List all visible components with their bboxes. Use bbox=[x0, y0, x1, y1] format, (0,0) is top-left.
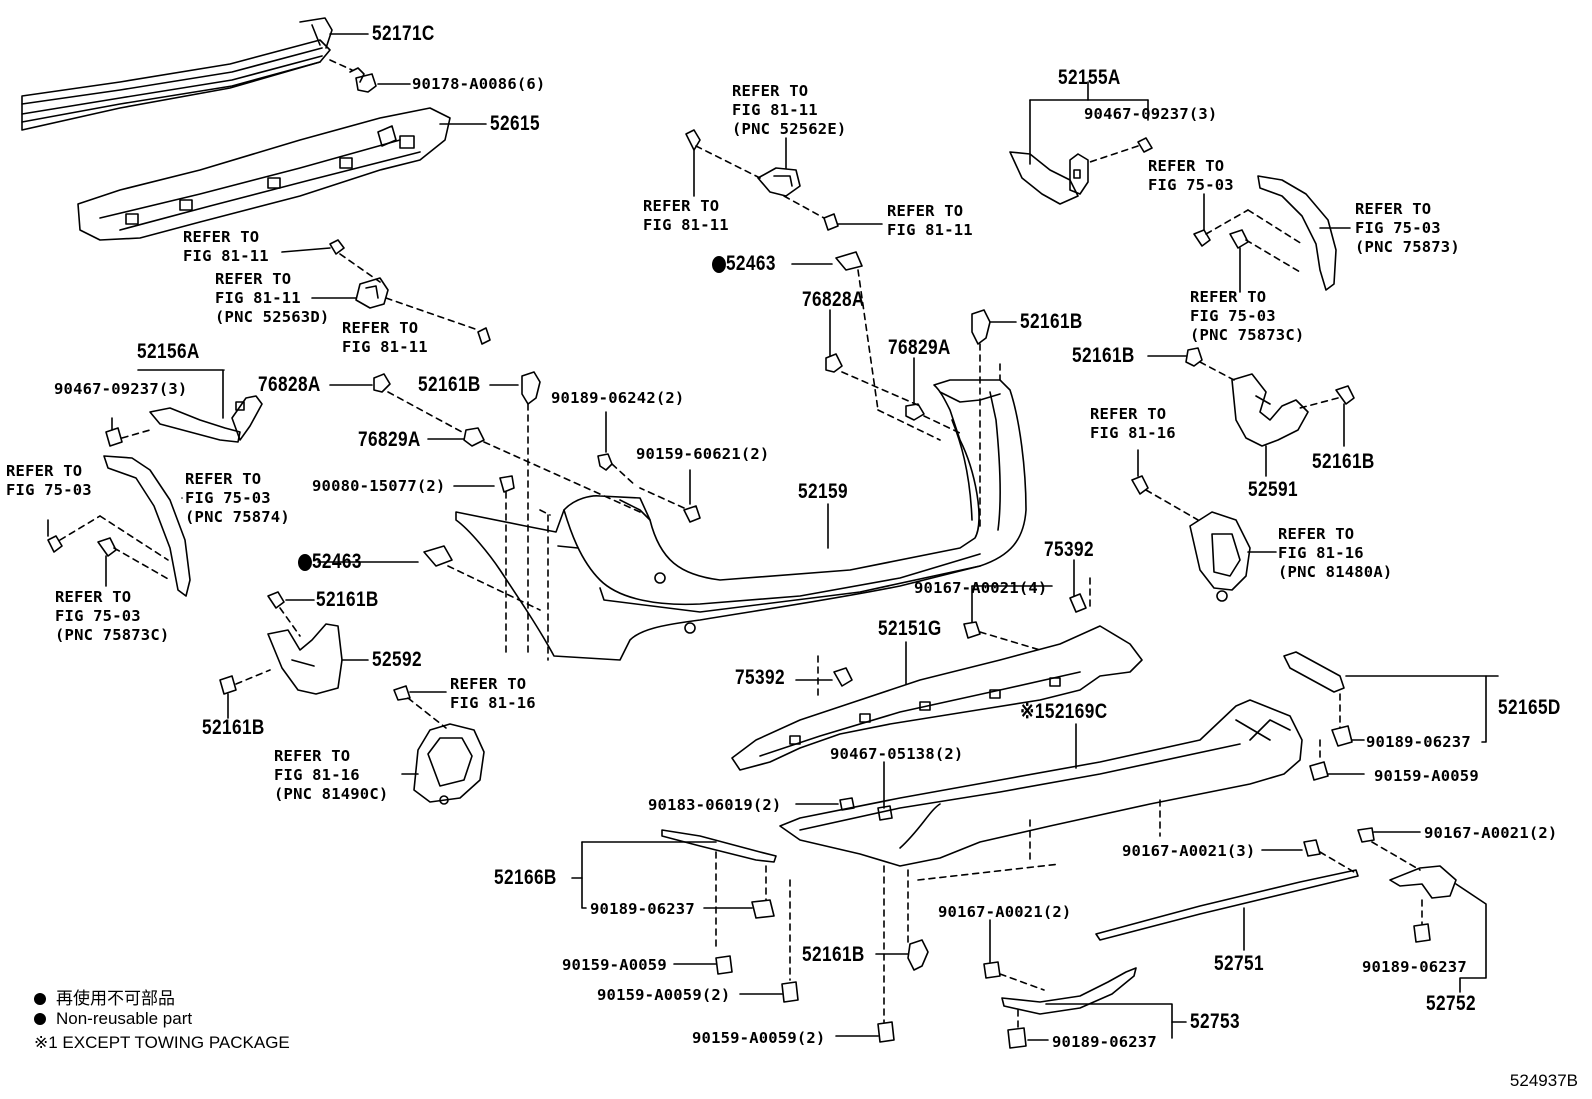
label-52751: 52751 bbox=[1214, 952, 1264, 975]
label-52161b-e: 52161B bbox=[1072, 344, 1135, 367]
bracket-52165d-drawing bbox=[1283, 651, 1345, 693]
label-90167-2a: 90167-A0021(2) bbox=[1424, 824, 1558, 842]
label-52161b-a: 52161B bbox=[418, 373, 481, 396]
label-90159-a: 90159-A0059 bbox=[1374, 767, 1479, 785]
label-90167-2b: 90167-A0021(2) bbox=[938, 903, 1072, 921]
molding-52751-drawing bbox=[1095, 869, 1359, 941]
reflector-lamp-81480a-drawing bbox=[1189, 511, 1251, 602]
bracket-52156a-drawing bbox=[149, 395, 263, 443]
label-90189-06242: 90189-06242(2) bbox=[551, 389, 685, 407]
fender-liner-75873-drawing bbox=[1257, 175, 1337, 291]
label-52161b-d: 52161B bbox=[1020, 310, 1083, 333]
label-52166b: 52166B bbox=[494, 866, 557, 889]
label-90159-60621: 90159-60621(2) bbox=[636, 445, 770, 463]
label-52161b-c: 52161B bbox=[202, 716, 265, 739]
label-52161b-g: 52161B bbox=[802, 943, 865, 966]
label-52171c: 52171C bbox=[372, 22, 435, 45]
label-90189-d: 90189-06237 bbox=[1052, 1033, 1157, 1051]
legend-non-reusable-en: Non-reusable part bbox=[34, 1009, 192, 1029]
label-90178: 90178-A0086(6) bbox=[412, 75, 546, 93]
label-52165d: 52165D bbox=[1498, 696, 1561, 719]
bracket-52562e-drawing bbox=[757, 167, 801, 197]
label-90189-c: 90189-06237 bbox=[1362, 958, 1467, 976]
label-90167-3: 90167-A0021(3) bbox=[1122, 842, 1256, 860]
label-52151g: 52151G bbox=[878, 617, 942, 640]
label-90159-c: 90159-A0059(2) bbox=[597, 986, 731, 1004]
label-52463-b: 52463 bbox=[712, 252, 776, 276]
label-76829a-b: 76829A bbox=[888, 336, 951, 359]
label-52159: 52159 bbox=[798, 480, 848, 503]
drawing-number: 524937B bbox=[1509, 1071, 1578, 1090]
bracket-52166b-drawing bbox=[661, 829, 777, 863]
non-reusable-bullet-icon bbox=[712, 256, 726, 273]
label-90467-b: 90467-09237(3) bbox=[1084, 105, 1218, 123]
reflector-lamp-81490c-drawing bbox=[413, 723, 485, 805]
label-52155a: 52155A bbox=[1058, 66, 1121, 89]
fender-liner-75874-drawing bbox=[103, 455, 191, 597]
label-76829a-a: 76829A bbox=[358, 428, 421, 451]
reinforcement-beam-52171c-drawing bbox=[21, 17, 333, 131]
label-52752: 52752 bbox=[1426, 992, 1476, 1015]
label-52592: 52592 bbox=[372, 648, 422, 671]
bracket-52563d-drawing bbox=[355, 277, 389, 309]
label-90159-b: 90159-A0059 bbox=[562, 956, 667, 974]
label-90183: 90183-06019(2) bbox=[648, 796, 782, 814]
label-90467-05138: 90467-05138(2) bbox=[830, 745, 964, 763]
label-52615: 52615 bbox=[490, 112, 540, 135]
label-75392-a: 75392 bbox=[1044, 538, 1094, 561]
label-90467-a: 90467-09237(3) bbox=[54, 380, 188, 398]
label-52753: 52753 bbox=[1190, 1010, 1240, 1033]
bracket-52591-drawing bbox=[1231, 373, 1309, 447]
label-75392-b: 75392 bbox=[735, 666, 785, 689]
bumper-bracket-52151g-drawing bbox=[731, 625, 1143, 771]
label-52161b-f: 52161B bbox=[1312, 450, 1375, 473]
bolt-90178-drawing bbox=[349, 67, 377, 93]
label-52169c: ※152169C bbox=[1020, 700, 1108, 723]
label-52161b-b: 52161B bbox=[316, 588, 379, 611]
label-90159-d: 90159-A0059(2) bbox=[692, 1029, 826, 1047]
bumper-cover-52159-drawing bbox=[455, 379, 1027, 661]
label-52591: 52591 bbox=[1248, 478, 1298, 501]
label-52463-a: 52463 bbox=[298, 550, 362, 574]
energy-absorber-52615-drawing bbox=[77, 107, 451, 241]
non-reusable-bullet-icon bbox=[298, 554, 312, 571]
garnish-52753-drawing bbox=[1001, 967, 1137, 1015]
label-90189-b: 90189-06237 bbox=[590, 900, 695, 918]
label-90080: 90080-15077(2) bbox=[312, 477, 446, 495]
bracket-52155a-drawing bbox=[1009, 151, 1089, 205]
lower-cover-52169c-drawing bbox=[779, 699, 1303, 867]
label-90167-4: 90167-A0021(4) bbox=[914, 579, 1048, 597]
label-52156a: 52156A bbox=[137, 340, 200, 363]
label-76828a-a: 76828A bbox=[258, 373, 321, 396]
bullet-icon bbox=[34, 1013, 46, 1025]
bracket-52752-drawing bbox=[1389, 865, 1457, 899]
label-90189-a: 90189-06237 bbox=[1366, 733, 1471, 751]
bullet-icon bbox=[34, 993, 46, 1005]
legend-except-towing: ※1 EXCEPT TOWING PACKAGE bbox=[34, 1033, 290, 1052]
legend-non-reusable-jp: 再使用不可部品 bbox=[34, 984, 175, 1009]
label-76828a-b: 76828A bbox=[802, 288, 865, 311]
bracket-52592-drawing bbox=[267, 623, 343, 695]
